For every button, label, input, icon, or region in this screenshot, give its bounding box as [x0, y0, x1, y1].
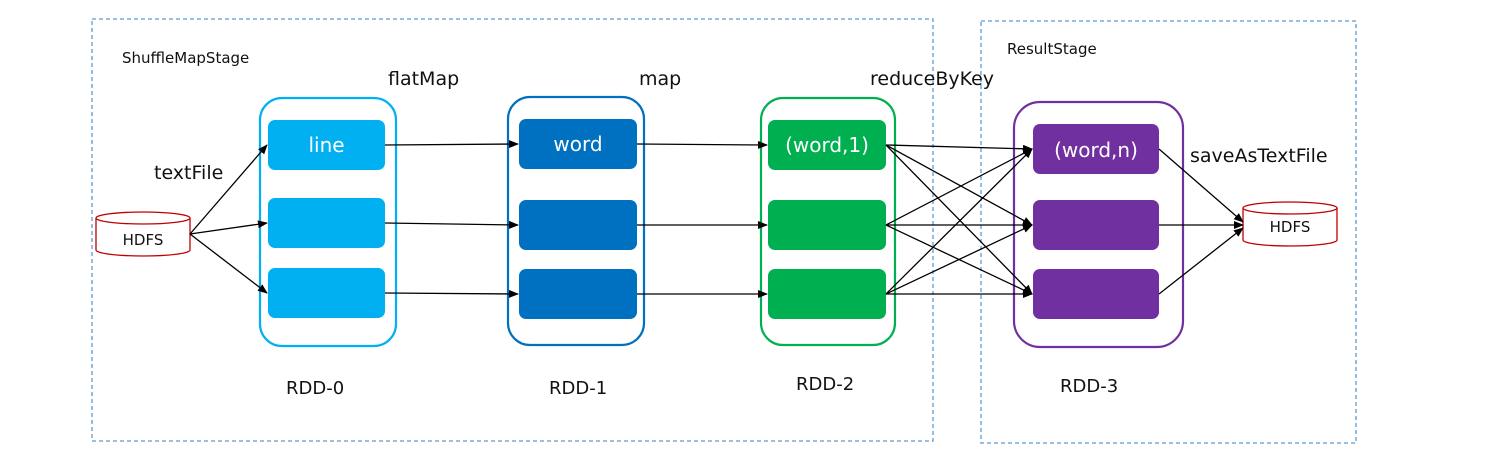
arrow-flatmap — [384, 220, 519, 229]
rdd-0-label: RDD-0 — [286, 378, 344, 399]
rdd-3-partition — [1033, 200, 1159, 250]
rdd-0-partition — [268, 120, 385, 170]
arrow-textfile — [189, 144, 268, 235]
rdd-2-label: RDD-2 — [796, 374, 854, 395]
rdd-0-partition-label: line — [308, 133, 344, 157]
op-flatmap-label: flatMap — [388, 68, 459, 90]
rdd-0-partition — [268, 268, 385, 318]
rdd-2-partition — [768, 269, 886, 319]
hdfs-input-cylinder — [95, 211, 191, 257]
rdd-3-partition-label: (word,n) — [1054, 138, 1138, 162]
op-map-label: map — [639, 68, 681, 90]
arrow-flatmap — [384, 289, 519, 298]
arrow-save — [1158, 227, 1244, 295]
result-stage-label: ResultStage — [1007, 40, 1097, 58]
rdd-3-partition — [1033, 124, 1159, 174]
op-textfile-label: textFile — [154, 162, 223, 184]
arrow-shuffle — [885, 148, 1033, 295]
arrow-shuffle — [885, 144, 1033, 153]
arrow-textfile — [189, 220, 268, 235]
arrow-textfile — [189, 233, 268, 294]
rdd-1-container — [506, 95, 646, 347]
op-saveastextfile-label: saveAsTextFile — [1190, 145, 1328, 167]
arrow-map — [636, 140, 768, 149]
rdd-2-partition-label: (word,1) — [785, 133, 869, 157]
hdfs-output-cylinder — [1242, 201, 1338, 247]
rdd-2-partition — [768, 120, 886, 170]
arrow-shuffle — [885, 224, 1033, 295]
arrow-save — [1158, 148, 1244, 223]
rdd-3-partition — [1033, 269, 1159, 319]
dataflow-arrows — [189, 140, 1244, 298]
rdd-1-partition-label: word — [553, 132, 602, 156]
shuffle-map-stage-label: ShuffleMapStage — [122, 49, 249, 67]
arrow-flatmap — [384, 140, 519, 149]
rdd-3-label: RDD-3 — [1060, 376, 1118, 397]
result-stage-box — [980, 20, 1357, 444]
arrow-shuffle — [885, 144, 1033, 226]
arrow-shuffle — [885, 148, 1033, 226]
rdd-1-partition — [519, 119, 637, 169]
op-reducebykey-label: reduceByKey — [870, 68, 994, 90]
hdfs-input-label: HDFS — [123, 231, 164, 249]
arrow-shuffle — [885, 144, 1033, 295]
hdfs-output-label: HDFS — [1270, 218, 1311, 236]
shuffle-map-stage-box — [91, 18, 934, 442]
rdd-1-partition — [519, 269, 637, 319]
rdd-2-partition — [768, 200, 886, 250]
rdd-0-partition — [268, 198, 385, 248]
rdd-1-label: RDD-1 — [549, 378, 607, 399]
rdd-1-partition — [519, 200, 637, 250]
